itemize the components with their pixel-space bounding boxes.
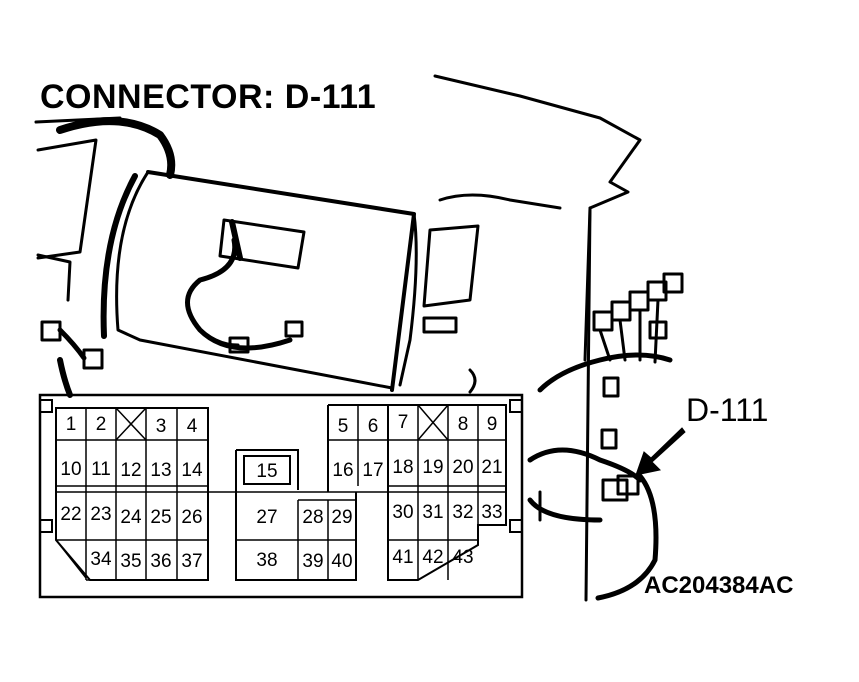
pin-label: 17: [362, 460, 383, 481]
pin-label: 1: [66, 414, 77, 435]
pin-label: 26: [181, 507, 202, 528]
pillar-line: [584, 206, 592, 602]
pin-label: 20: [452, 457, 473, 478]
pin-label: 27: [256, 507, 277, 528]
pin-label: 11: [91, 459, 111, 480]
pin-label: 32: [452, 502, 473, 523]
instrument-bezel: [56, 117, 176, 179]
connector-title: CONNECTOR: D-111: [40, 78, 377, 116]
pin-label: 13: [150, 460, 171, 481]
pin-label: 30: [392, 502, 413, 523]
pin-label: 14: [181, 460, 203, 481]
pin-label: 28: [302, 507, 323, 528]
pin-label: 6: [368, 416, 379, 437]
pin-label: 33: [481, 502, 502, 523]
left-vent: [36, 138, 98, 260]
pin-label: 18: [392, 457, 413, 478]
pin-label: 31: [422, 502, 443, 523]
pin-label: 37: [181, 551, 202, 572]
pin-label: 7: [398, 412, 409, 433]
pin-label: 10: [60, 459, 81, 480]
pin-label: 39: [302, 551, 323, 572]
pin-label: 21: [481, 457, 502, 478]
pin-label: 36: [150, 551, 171, 572]
pin-label: 3: [156, 416, 167, 437]
callout-arrow-icon: [635, 427, 686, 476]
body-outline: [433, 74, 642, 362]
pin-label: 9: [487, 414, 498, 435]
pin-label: 24: [120, 507, 142, 528]
pin-label: 23: [90, 504, 111, 525]
harness-loop: [185, 237, 293, 351]
card-slot: [218, 218, 306, 270]
pin-label: 43: [452, 547, 473, 568]
callout-label: D-111: [686, 392, 769, 428]
pin-label: 35: [120, 551, 141, 572]
pin-label: 12: [120, 460, 141, 481]
pin-label: 2: [96, 414, 107, 435]
pin-label: 25: [150, 507, 171, 528]
connector-face: [38, 393, 524, 599]
pin-label: 42: [422, 547, 443, 568]
pin-label: 34: [90, 549, 112, 570]
pin-label: 41: [392, 547, 413, 568]
pin-label: 4: [187, 416, 198, 437]
pin-label: 29: [331, 507, 352, 528]
right-vent: [438, 193, 562, 210]
pin-label: 40: [331, 551, 352, 572]
pin-label: 5: [338, 416, 349, 437]
pin-label: 22: [60, 504, 81, 525]
pin-label: 16: [332, 460, 353, 481]
pin-label: 19: [422, 457, 443, 478]
pin-label: 38: [256, 550, 277, 571]
right-harness: [537, 352, 673, 393]
panel-opening: [146, 170, 416, 392]
pin-numbers: 1 2 3 4 5 6 7 8 9 10 11 12 13 14 15 16 1…: [60, 412, 502, 572]
pin-label: 8: [458, 414, 469, 435]
pin-label: 15: [256, 461, 277, 482]
figure-code: AC204384AC: [644, 572, 794, 599]
